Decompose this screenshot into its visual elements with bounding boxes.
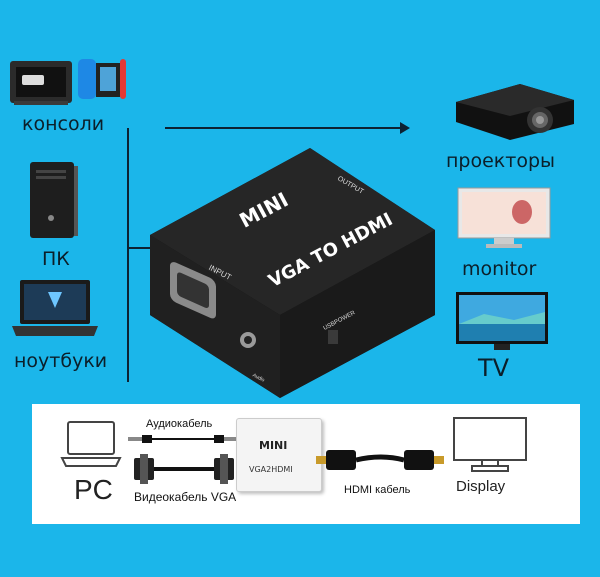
right-device-label-tv: TV bbox=[478, 354, 510, 382]
vga-to-hdmi-adapter bbox=[150, 148, 435, 398]
laptop-icon bbox=[12, 280, 98, 336]
pc-laptop-icon bbox=[60, 421, 122, 467]
game-console-icon bbox=[10, 59, 126, 105]
diagram-audio-cable-label: Аудиокабель bbox=[146, 418, 213, 430]
projector-icon bbox=[456, 84, 574, 140]
monitor-icon bbox=[457, 187, 551, 248]
left-device-label-laptops: ноутбуки bbox=[14, 350, 108, 372]
tv-icon bbox=[456, 292, 548, 350]
right-device-label-monitor: monitor bbox=[462, 258, 537, 280]
diagram-source-label: PC bbox=[74, 474, 113, 505]
audio-cable-icon bbox=[128, 435, 238, 443]
diagram-vga-cable-label: Видеокабель VGA bbox=[134, 490, 237, 504]
vga-cable-icon bbox=[134, 454, 234, 484]
display-icon bbox=[453, 417, 527, 472]
hdmi-cable-icon bbox=[316, 450, 444, 470]
desktop-pc-icon bbox=[30, 162, 78, 238]
left-device-label-consoles: консоли bbox=[22, 113, 105, 135]
diagram-display-label: Display bbox=[456, 478, 506, 495]
mini-box-model: VGA2HDMI bbox=[249, 465, 293, 474]
right-device-label-projectors: проекторы bbox=[446, 150, 556, 172]
mini-box-brand: MINI bbox=[259, 439, 288, 452]
mini-adapter-box: MINI VGA2HDMI bbox=[236, 418, 322, 492]
diagram-hdmi-cable-label: HDMI кабель bbox=[344, 484, 411, 496]
left-device-label-pc: ПК bbox=[42, 248, 70, 270]
